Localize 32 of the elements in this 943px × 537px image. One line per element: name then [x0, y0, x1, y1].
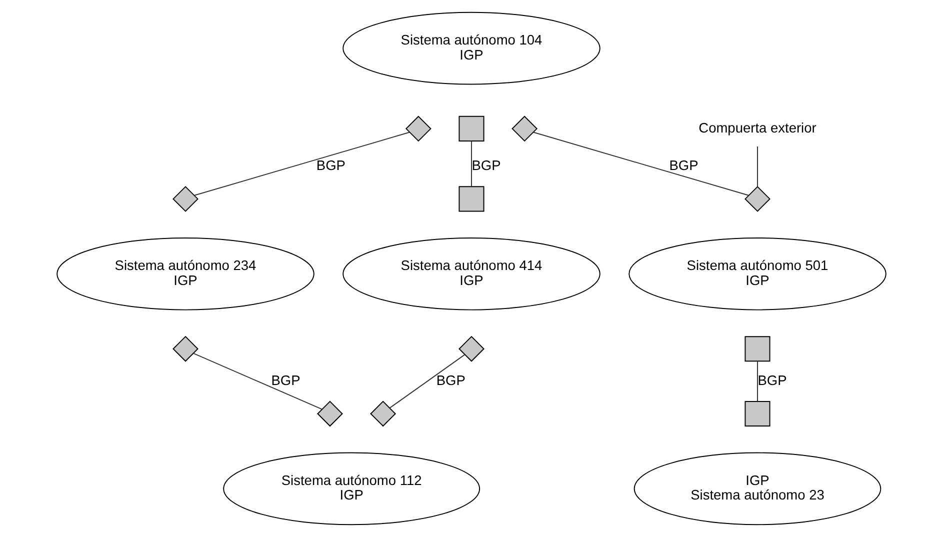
- node-diamond: [370, 400, 396, 427]
- node-ellipse: Sistema autónomo 112 IGP: [223, 452, 480, 526]
- edge-label: BGP: [472, 158, 501, 174]
- connector: [194, 132, 410, 196]
- node-diamond: [405, 116, 432, 142]
- node-diamond: [512, 116, 538, 142]
- connector: [757, 146, 758, 188]
- connector: [471, 140, 472, 188]
- node-box: [744, 336, 770, 362]
- node-ellipse: Sistema autónomo 414 IGP: [342, 238, 600, 310]
- node-diamond: [744, 186, 770, 212]
- node-text: Compuerta exterior: [698, 120, 816, 136]
- node-diamond: [458, 336, 484, 362]
- connector: [193, 352, 322, 410]
- node-diamond: [172, 186, 198, 212]
- node-box: [458, 116, 484, 142]
- node-ellipse: IGP Sistema autónomo 23: [634, 452, 882, 526]
- node-ellipse: Sistema autónomo 104 IGP: [342, 12, 600, 85]
- edge-label: BGP: [271, 372, 300, 388]
- node-diamond: [172, 336, 198, 362]
- connector: [532, 132, 750, 196]
- edge-label: BGP: [316, 158, 346, 174]
- connector: [757, 360, 758, 402]
- node-ellipse: Sistema autónomo 501 IGP: [628, 238, 886, 310]
- edge-label: BGP: [436, 372, 466, 388]
- edge-label: BGP: [669, 158, 698, 174]
- node-diamond: [316, 400, 343, 427]
- connector: [389, 354, 466, 408]
- edge-label: BGP: [758, 372, 787, 388]
- node-ellipse: Sistema autónomo 234 IGP: [56, 238, 314, 310]
- node-box: [458, 186, 484, 212]
- node-box: [744, 400, 770, 426]
